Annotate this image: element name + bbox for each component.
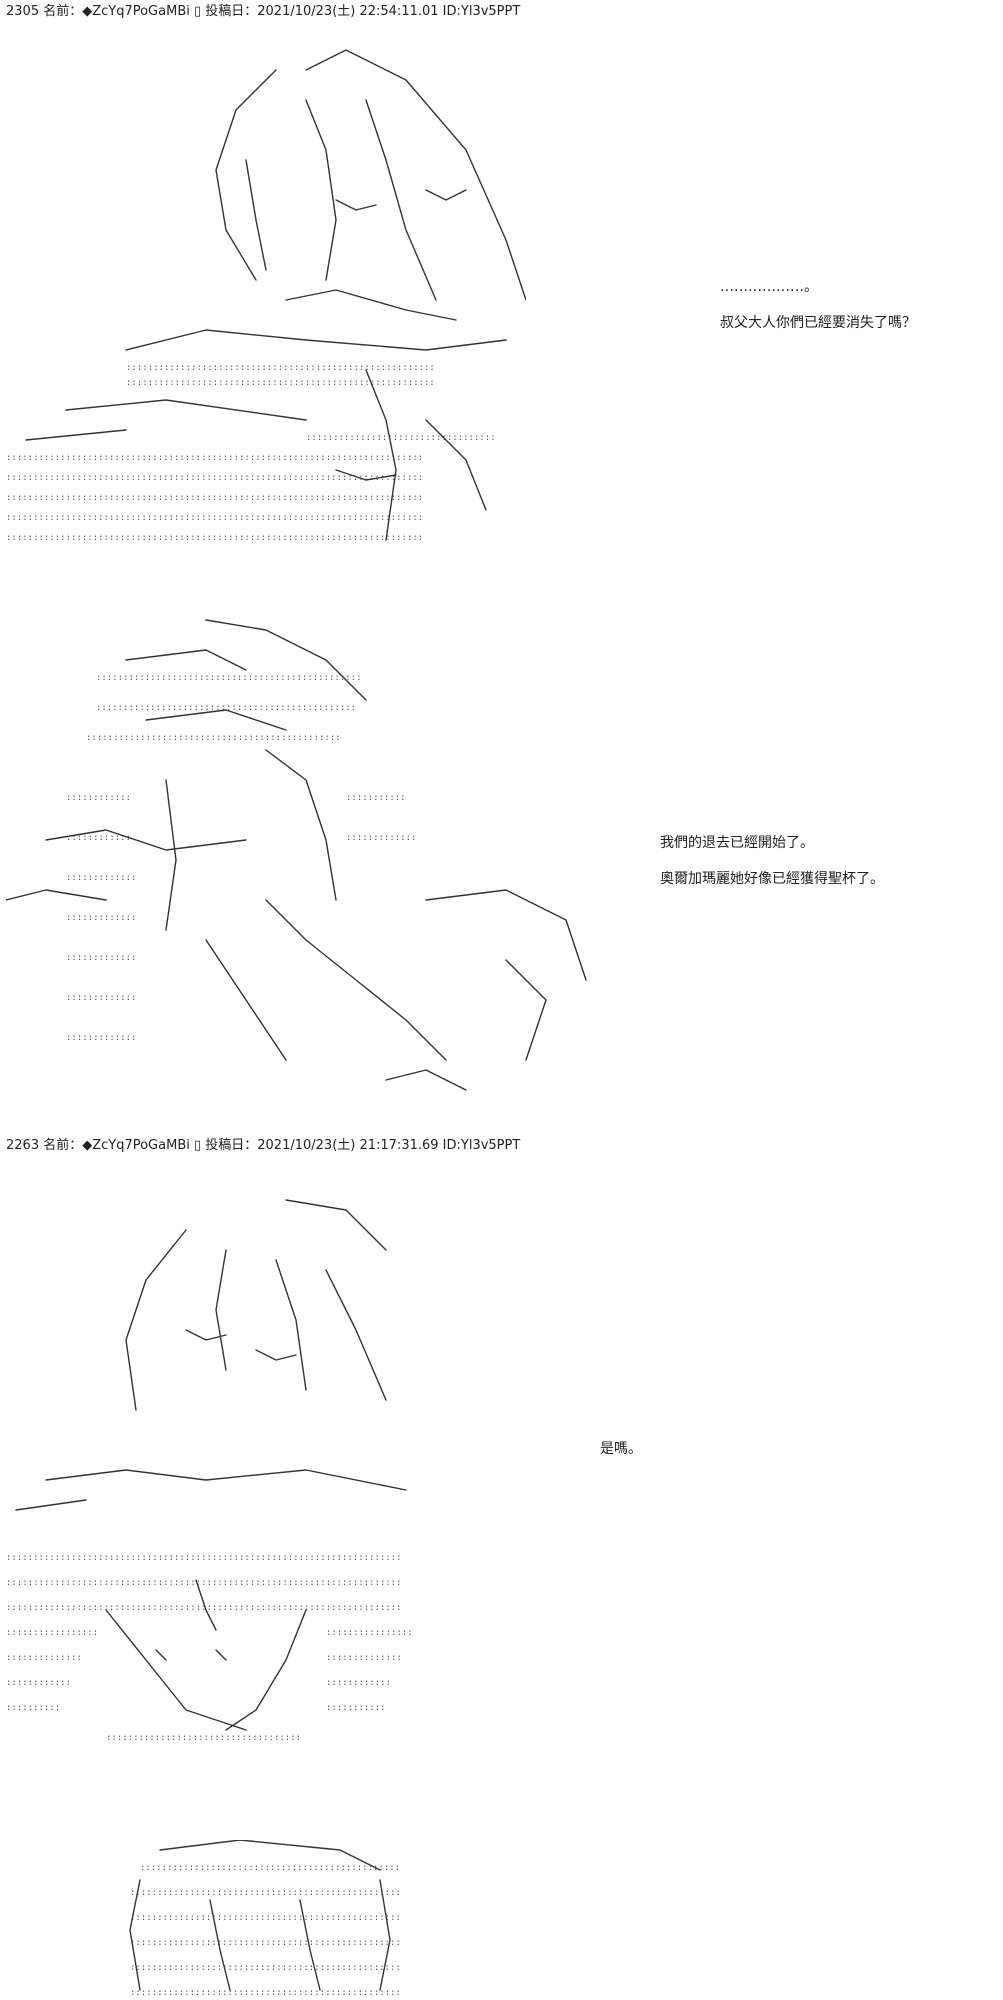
svg-text:::::::::::::::::::::::::::::::: ::::::::::::::::::::::::::::::::::::::::… — [126, 378, 435, 388]
dialogue-line-2-1: 我們的退去已經開始了。 — [660, 835, 814, 851]
svg-text:::::::::::: :::::::::: — [6, 1703, 60, 1713]
svg-text:::::::::::::::::::::::::::::::: ::::::::::::::::::::::::::::::::::::::::… — [96, 703, 356, 713]
svg-text:::::::::::::::::::::::::::::::: :::::::::::::::::::::::::::::::::::: — [106, 1733, 301, 1743]
svg-text:::::::::::::::::::::::::::::::: ::::::::::::::::::::::::::::::::::::::::… — [130, 1913, 401, 1923]
svg-text:::::::::::::::: :::::::::::::: — [6, 1653, 82, 1663]
svg-text:::::::::::::::::::::::::::::::: ::::::::::::::::::::::::::::::::::::::::… — [86, 733, 341, 743]
svg-text::::::::::::::: ::::::::::::: — [66, 913, 136, 923]
svg-text:::::::::::::: :::::::::::: — [326, 1678, 391, 1688]
svg-text:::::::::::::::: :::::::::::::: — [326, 1653, 402, 1663]
svg-text:::::::::::::::::::::::::::::::: ::::::::::::::::::::::::::::::::::::::::… — [6, 1578, 402, 1588]
svg-text:::::::::::::::::::::::::::::::: ::::::::::::::::::::::::::::::::::::::::… — [6, 493, 423, 503]
dialogue-line-3-1: 是嗎。 — [600, 1441, 642, 1457]
svg-text:::::::::::::::::::::::::::::::: ::::::::::::::::::::::::::::::::::::::::… — [126, 363, 435, 373]
svg-text:::::::::::::::::::::::::::::::: ::::::::::::::::::::::::::::::::::::::::… — [6, 453, 423, 463]
svg-text:::::::::::::::::::::::::::::::: ::::::::::::::::::::::::::::::::::::::::… — [6, 1603, 402, 1613]
svg-text:::::::::::::::::::::::::::::::: ::::::::::::::::::::::::::::::::::: — [306, 433, 496, 443]
svg-text:::::::::::::::::::::::::::::::: ::::::::::::::::::::::::::::::::::::::::… — [130, 1938, 401, 1948]
svg-text:::::::::::::: :::::::::::: — [66, 793, 131, 803]
dialogue-line-2-2: 奧爾加瑪麗她好像已經獲得聖杯了。 — [660, 871, 884, 887]
ascii-art-figure-1: ::::::::::::::::::::::::::::::::::::::::… — [6, 40, 526, 560]
svg-text::::::::::::::: ::::::::::::: — [66, 993, 136, 1003]
svg-text:::::::::::::::::::::::::::::::: ::::::::::::::::::::::::::::::::::::::::… — [96, 673, 362, 683]
svg-text::::::::::::: ::::::::::: — [326, 1703, 386, 1713]
svg-text:::::::::::::: :::::::::::: — [66, 833, 131, 843]
svg-text:::::::::::::::::::::::::::::::: ::::::::::::::::::::::::::::::::::::::::… — [6, 473, 423, 483]
svg-text::::::::::::::: ::::::::::::: — [66, 873, 136, 883]
svg-text:::::::::::::: :::::::::::: — [6, 1678, 71, 1688]
svg-text::::::::::::::: ::::::::::::: — [66, 953, 136, 963]
svg-text:::::::::::::::::::::::::::::::: ::::::::::::::::::::::::::::::::::::::::… — [140, 1863, 400, 1873]
svg-text:::::::::::::::::::::::::::::::: ::::::::::::::::::::::::::::::::::::::::… — [6, 513, 423, 523]
post-header-2263: 2263 名前：◆ZcYq7PoGaMBi ▯ 投稿日：2021/10/23(土… — [6, 1138, 521, 1153]
svg-text:::::::::::::::::::::::::::::::: ::::::::::::::::::::::::::::::::::::::::… — [130, 1888, 401, 1898]
dialogue-line-1-1: ………………。 — [720, 279, 818, 295]
ascii-art-figure-3: ::::::::::::::::::::::::::::::::::::::::… — [6, 1190, 446, 1770]
ascii-art-figure-4: ::::::::::::::::::::::::::::::::::::::::… — [120, 1840, 420, 2000]
svg-text:::::::::::::::::::::::::::::::: ::::::::::::::::::::::::::::::::::::::::… — [6, 533, 423, 543]
svg-text::::::::::::: ::::::::::: — [346, 793, 406, 803]
dialogue-line-1-2: 叔父大人你們已經要消失了嗎？ — [720, 315, 916, 331]
svg-text:::::::::::::::::: :::::::::::::::: — [326, 1628, 413, 1638]
svg-text::::::::::::::: ::::::::::::: — [66, 1033, 136, 1043]
svg-text:::::::::::::::::::::::::::::::: ::::::::::::::::::::::::::::::::::::::::… — [130, 1988, 401, 1998]
post-header-2305: 2305 名前：◆ZcYq7PoGaMBi ▯ 投稿日：2021/10/23(土… — [6, 4, 521, 19]
svg-text::::::::::::::: ::::::::::::: — [346, 833, 416, 843]
ascii-art-figure-2: ::::::::::::::::::::::::::::::::::::::::… — [6, 600, 606, 1100]
svg-text:::::::::::::::::::::::::::::::: ::::::::::::::::::::::::::::::::::::::::… — [6, 1553, 402, 1563]
svg-text::::::::::::::::::: ::::::::::::::::: — [6, 1628, 98, 1638]
svg-text:::::::::::::::::::::::::::::::: ::::::::::::::::::::::::::::::::::::::::… — [130, 1963, 401, 1973]
